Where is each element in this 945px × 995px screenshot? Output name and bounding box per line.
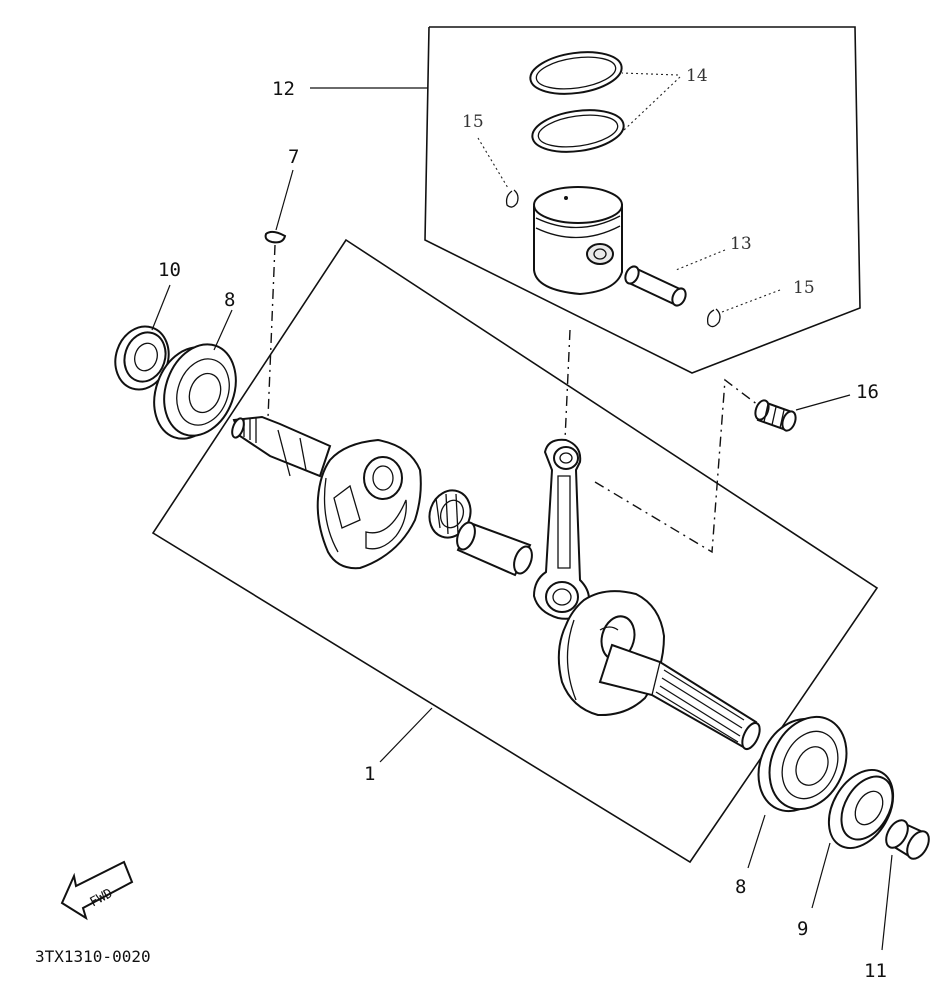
bearing-left — [153, 343, 237, 440]
oil-seal-left — [114, 325, 170, 391]
piston-pin-clip-right — [706, 308, 721, 328]
callout-16: 16 — [856, 381, 879, 403]
small-end-bearing — [754, 399, 797, 432]
callout-12: 12 — [272, 78, 295, 100]
fwd-arrow-icon: FWD — [60, 860, 134, 921]
piston-pin-clip-left — [505, 189, 519, 208]
callout-10: 10 — [158, 259, 181, 281]
woodruff-key — [264, 230, 287, 244]
crankshaft-left-shaft — [231, 415, 332, 478]
callout-1: 1 — [364, 763, 375, 785]
callout-14: 14 — [686, 66, 708, 86]
callout-7: 7 — [288, 146, 299, 168]
piston-group-box — [424, 26, 861, 374]
callout-11: 11 — [864, 960, 887, 982]
drawing-code: 3TX1310-0020 — [35, 947, 151, 966]
callout-labels: 12 14 15 13 15 7 10 8 16 1 8 9 11 — [158, 66, 887, 982]
piston-ring-lower — [531, 109, 625, 153]
callout-13: 13 — [730, 234, 752, 254]
bearing-right — [757, 715, 848, 813]
crank-web-left — [316, 438, 422, 570]
callout-9: 9 — [797, 918, 808, 940]
callout-8-right: 8 — [735, 876, 746, 898]
callout-15-left: 15 — [462, 112, 484, 132]
collar — [885, 819, 930, 860]
crank-pin — [456, 521, 533, 577]
crankshaft-assembly-box — [151, 238, 879, 864]
oil-seal-right — [827, 769, 895, 849]
piston-pin — [624, 265, 687, 307]
piston — [533, 186, 623, 296]
leader-lines — [151, 72, 893, 951]
piston-ring-upper — [529, 51, 623, 95]
big-end-needle-bearing — [428, 489, 472, 539]
callout-15-right: 15 — [793, 278, 815, 298]
connecting-rod — [532, 438, 590, 620]
crankshaft-right-shaft — [598, 643, 761, 751]
callout-8-left: 8 — [224, 289, 235, 311]
assembly-guide-lines — [267, 244, 759, 554]
